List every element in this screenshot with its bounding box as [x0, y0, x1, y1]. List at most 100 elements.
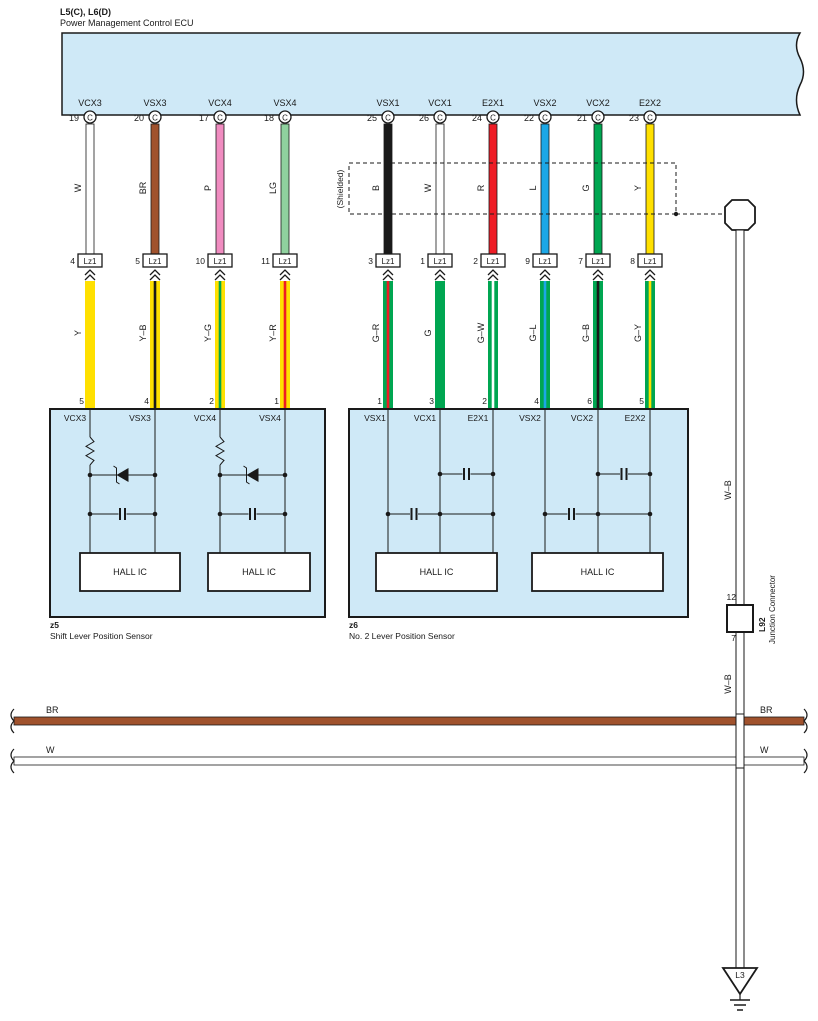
- upper-wire-code: W: [73, 183, 83, 192]
- sensor-pin-number: 4: [534, 396, 539, 406]
- upper-wire: [645, 123, 655, 255]
- sensor-code: z6: [349, 620, 358, 630]
- bus-wire: [13, 756, 805, 766]
- lower-wire: [85, 281, 95, 409]
- sensor-pin-number: 6: [587, 396, 592, 406]
- ecu-pin-conn: C: [595, 114, 601, 123]
- upper-wire: [383, 123, 393, 255]
- lz1-pin-number: 10: [196, 256, 206, 266]
- lz1-chevron: [382, 269, 394, 276]
- hall-ic-label: HALL IC: [581, 567, 615, 577]
- ecu-pin-conn: C: [217, 114, 223, 123]
- lz1-chevron: [434, 274, 446, 281]
- hall-ic-label: HALL IC: [242, 567, 276, 577]
- hall-ic-label: HALL IC: [420, 567, 454, 577]
- bus-code-left: BR: [46, 705, 59, 715]
- junction-pin-out: 7: [731, 633, 736, 643]
- upper-wire: [280, 123, 290, 255]
- zener-diode: [246, 468, 259, 482]
- junction-dot: [595, 471, 601, 477]
- hall-ic-box: [375, 552, 498, 592]
- upper-wire: [593, 123, 603, 255]
- lz1-name: Lz1: [434, 257, 447, 266]
- ecu-pin-circle: [148, 110, 162, 124]
- bus-code-left: W: [46, 745, 55, 755]
- junction-dot: [542, 511, 548, 517]
- lower-wire-stripe: [648, 281, 652, 409]
- ecu-pin-label: VSX3: [143, 98, 166, 108]
- bus-break-left: [10, 748, 15, 774]
- junction-dot: [437, 471, 443, 477]
- lower-wire-code: G–R: [371, 323, 381, 342]
- lower-wire-code: G: [423, 329, 433, 336]
- ecu-pin-number: 18: [264, 113, 274, 123]
- ecu-pin-conn: C: [385, 114, 391, 123]
- lower-wire-code: G–W: [476, 322, 486, 343]
- ecu-pin-circle: [643, 110, 657, 124]
- upper-wire: [150, 123, 160, 255]
- lz1-pin-number: 4: [70, 256, 75, 266]
- lz1-chevron: [84, 269, 96, 276]
- ground-wire: [735, 630, 745, 969]
- lz1-name: Lz1: [84, 257, 97, 266]
- lz1-name: Lz1: [539, 257, 552, 266]
- ecu-pin-label: VSX2: [533, 98, 556, 108]
- shield-junction-dot: [673, 211, 679, 217]
- lower-wire: [435, 281, 445, 409]
- lower-wire-stripe: [596, 281, 600, 409]
- ground-wire-code: W–B: [723, 674, 733, 694]
- ecu-pin-label: VCX3: [78, 98, 102, 108]
- ecu-pin-circle: [381, 110, 395, 124]
- upper-wire: [540, 123, 550, 255]
- zener-diode: [116, 468, 129, 482]
- junction-dot: [595, 511, 601, 517]
- lz1-chevron: [84, 274, 96, 281]
- ecu-name: Power Management Control ECU: [60, 18, 194, 28]
- ecu-pin-label: VSX1: [376, 98, 399, 108]
- lz1-pin-box: [272, 253, 298, 268]
- lz1-chevron: [487, 274, 499, 281]
- lz1-chevron: [592, 269, 604, 276]
- upper-wire: [215, 123, 225, 255]
- sensor-pin-label: VSX4: [259, 413, 281, 423]
- ground-wire: [735, 229, 745, 607]
- lower-wire-stripe: [491, 281, 495, 409]
- ecu-pin-number: 20: [134, 113, 144, 123]
- bus-wire: [13, 716, 805, 726]
- lower-wire-code: Y–R: [268, 324, 278, 342]
- sensor-pin-number: 2: [482, 396, 487, 406]
- ecu-body: [61, 32, 805, 116]
- lz1-pin-number: 7: [578, 256, 583, 266]
- lower-wire-code: Y–G: [203, 324, 213, 342]
- junction-dot: [437, 511, 443, 517]
- upper-wire: [435, 123, 445, 255]
- lz1-pin-box: [142, 253, 168, 268]
- lower-wire-stripe: [283, 281, 287, 409]
- lz1-name: Lz1: [644, 257, 657, 266]
- sensor-pin-label: VCX3: [64, 413, 86, 423]
- junction-dot: [87, 472, 93, 478]
- upper-wire-code: G: [581, 184, 591, 191]
- sensor-pin-label: VSX2: [519, 413, 541, 423]
- ecu-pin-conn: C: [437, 114, 443, 123]
- junction-dot: [152, 472, 158, 478]
- lz1-pin-number: 1: [420, 256, 425, 266]
- sensor-pin-label: VSX1: [364, 413, 386, 423]
- sensor-code: z5: [50, 620, 59, 630]
- junction-pin-in: 12: [727, 592, 737, 602]
- sensor-pin-label: E2X1: [468, 413, 489, 423]
- ground-wire-code: W–B: [723, 480, 733, 500]
- bus-break-right: [803, 708, 808, 734]
- lz1-pin-number: 5: [135, 256, 140, 266]
- ecu-pin-conn: C: [647, 114, 653, 123]
- lower-wire-code: G–L: [528, 324, 538, 341]
- ecu-pin-number: 26: [419, 113, 429, 123]
- junction-connector-box: [726, 604, 754, 633]
- lz1-chevron: [539, 274, 551, 281]
- hall-ic-label: HALL IC: [113, 567, 147, 577]
- splice-point: [724, 199, 756, 231]
- upper-wire-code: LG: [268, 182, 278, 194]
- junction-dot: [490, 511, 496, 517]
- junction-dot: [647, 471, 653, 477]
